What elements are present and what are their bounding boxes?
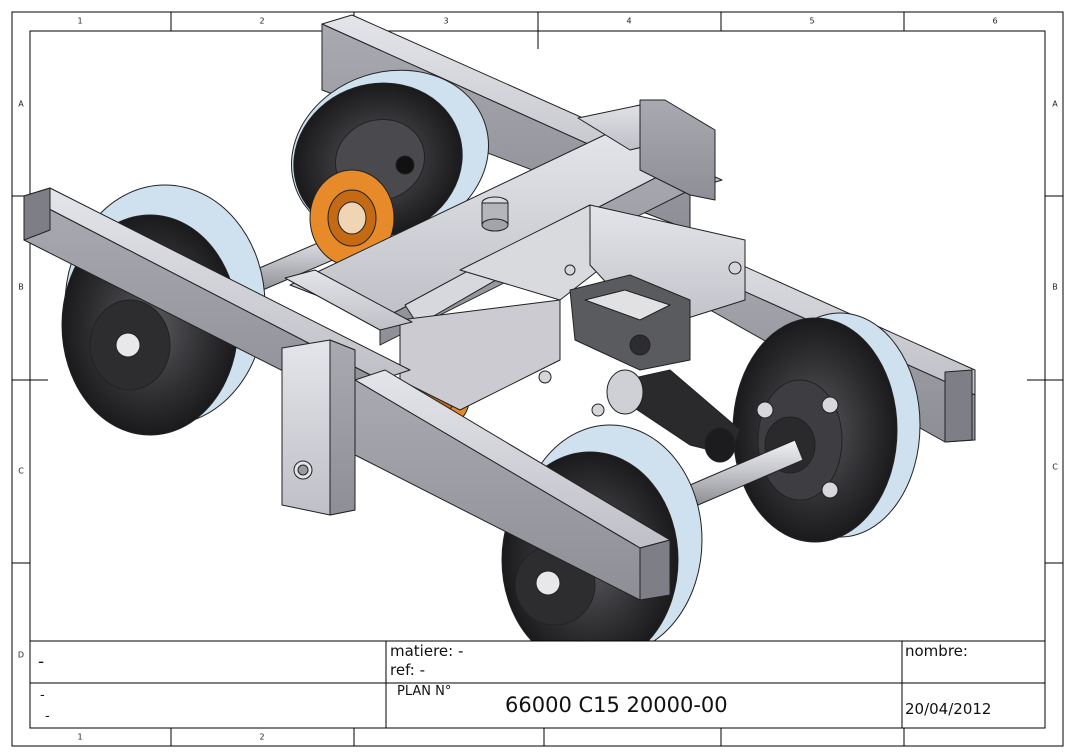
title-left-bottom-b: - bbox=[45, 709, 50, 724]
bogie-illustration bbox=[23, 14, 976, 669]
gear-rear bbox=[309, 169, 395, 267]
zone-label-top-1: 1 bbox=[77, 16, 83, 26]
zone-label-top-4: 4 bbox=[626, 16, 632, 26]
zone-label-top-2: 2 bbox=[259, 16, 265, 26]
zone-label-right-c: C bbox=[1052, 462, 1058, 472]
ref-field: ref: - bbox=[390, 661, 426, 679]
nombre-field: nombre: bbox=[905, 642, 968, 660]
title-left-bottom-a: - bbox=[40, 688, 45, 703]
plan-number: 66000 C15 20000-00 bbox=[505, 693, 728, 717]
matiere-field: matiere: - bbox=[390, 642, 464, 660]
zone-label-right-a: A bbox=[1052, 99, 1058, 109]
zone-label-top-3: 3 bbox=[443, 16, 449, 26]
zone-label-left-d: D bbox=[17, 650, 25, 660]
zone-label-right-b: B bbox=[1052, 282, 1058, 292]
title-block-lines bbox=[29, 640, 1046, 729]
zone-label-bottom-1: 1 bbox=[77, 732, 83, 742]
zone-label-left-c: C bbox=[18, 466, 24, 476]
zone-label-top-5: 5 bbox=[809, 16, 815, 26]
brake-caliper bbox=[569, 274, 691, 371]
wheel-back-right bbox=[732, 312, 921, 543]
rear-post bbox=[639, 99, 716, 201]
zone-label-left-a: A bbox=[18, 99, 24, 109]
date-field: 20/04/2012 bbox=[905, 700, 992, 718]
zone-label-top-6: 6 bbox=[992, 16, 998, 26]
cv-boot bbox=[606, 369, 741, 463]
zone-label-bottom-2: 2 bbox=[259, 732, 265, 742]
plan-label: PLAN N° bbox=[397, 684, 452, 699]
zone-label-left-b: B bbox=[18, 282, 24, 292]
title-left-top: - bbox=[38, 652, 45, 672]
